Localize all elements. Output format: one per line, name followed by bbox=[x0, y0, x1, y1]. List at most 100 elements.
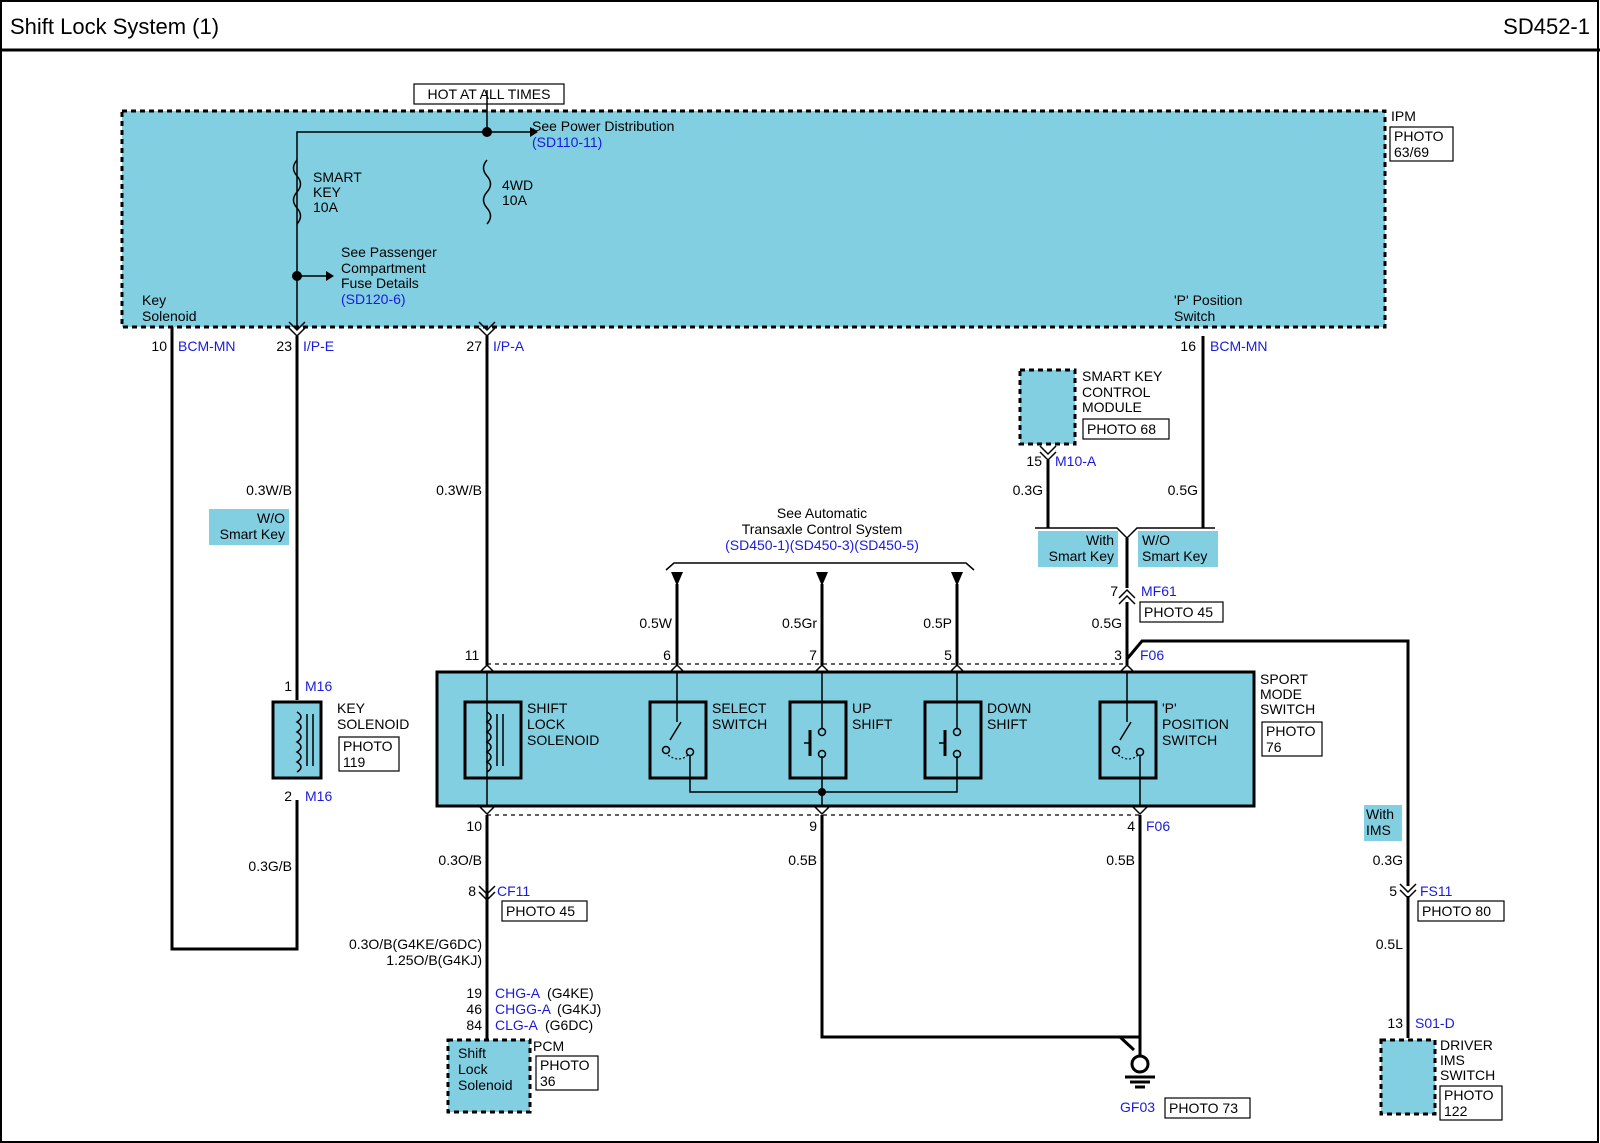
p-switch-contact-2 bbox=[1135, 747, 1145, 757]
p-switch-contact-1 bbox=[1111, 745, 1121, 755]
hot-label-box bbox=[413, 83, 565, 105]
wo-smart-key-left-line2: Smart Key bbox=[220, 526, 285, 542]
ipm-bus bbox=[296, 131, 530, 330]
pcm-suffix-84: (G6DC) bbox=[545, 1017, 593, 1033]
pcm-wire-gauge: 0.3O/B bbox=[438, 852, 482, 868]
mf61-connector-icon bbox=[1118, 588, 1136, 605]
wire-key-ground-gauge: 0.3G/B bbox=[248, 858, 292, 874]
pin-16-connector: BCM-MN bbox=[1210, 338, 1268, 354]
key-sol-pin2: 2 bbox=[284, 788, 292, 804]
smart-key-name-2: CONTROL bbox=[1082, 384, 1151, 400]
fs11-conn: FS11 bbox=[1420, 883, 1453, 899]
sport-bottom-pin-10: 10 bbox=[466, 818, 482, 834]
up-name-2: SHIFT bbox=[852, 716, 893, 732]
mf61-pin: 7 bbox=[1110, 583, 1118, 599]
fs11-connector-icon bbox=[1399, 883, 1417, 900]
atcs-refs: (SD450-1)(SD450-3)(SD450-5) bbox=[725, 537, 919, 553]
wo-smart-key-right-line1: W/O bbox=[1142, 532, 1170, 548]
sport-mode-photo-1: PHOTO bbox=[1266, 723, 1316, 739]
pcm-inner-3: Solenoid bbox=[458, 1077, 513, 1093]
pin-10-connector: BCM-MN bbox=[178, 338, 236, 354]
pcm-pin-84: 84 bbox=[466, 1017, 482, 1033]
driver-ims-switch bbox=[1379, 1038, 1437, 1116]
ground-wire-9 bbox=[820, 815, 1120, 1039]
up-wire-gauge: 0.5Gr bbox=[782, 615, 817, 631]
pcm-photo-1: PHOTO bbox=[540, 1057, 590, 1073]
passenger-line3: Fuse Details bbox=[341, 275, 419, 291]
shift-lock-name-2: LOCK bbox=[527, 716, 566, 732]
key-solenoid-name-2: SOLENOID bbox=[337, 716, 409, 732]
p-switch-ipm-line1: 'P' Position bbox=[1174, 292, 1242, 308]
key-sol-pin1: 1 bbox=[284, 678, 292, 694]
smart-key-conn: M10-A bbox=[1055, 453, 1097, 469]
with-smart-key-line1: With bbox=[1086, 532, 1114, 548]
atcs-arrow-2 bbox=[816, 572, 828, 586]
passenger-line1: See Passenger bbox=[341, 244, 437, 260]
down-name-1: DOWN bbox=[987, 700, 1031, 716]
key-solenoid-component bbox=[271, 700, 323, 780]
smart-key-photo: PHOTO 68 bbox=[1087, 421, 1156, 437]
atcs-arrow-1 bbox=[671, 572, 683, 586]
smart-key-wire-gauge: 0.3G bbox=[1013, 482, 1043, 498]
select-name-1: SELECT bbox=[712, 700, 767, 716]
sport-top-connectors bbox=[478, 663, 1136, 674]
shift-lock-solenoid bbox=[463, 700, 523, 780]
sport-top-pin-3-conn: F06 bbox=[1140, 647, 1164, 663]
ims-photo-2: 122 bbox=[1444, 1103, 1468, 1119]
p-switch-blade bbox=[1119, 721, 1132, 741]
cf11-photo-box bbox=[501, 900, 588, 922]
fuse-smart-key-icon bbox=[292, 159, 302, 225]
with-smart-key-badge bbox=[1038, 531, 1118, 567]
pcm-conn-19: CHG-A bbox=[495, 985, 541, 1001]
ground-name: GF03 bbox=[1120, 1099, 1155, 1115]
key-solenoid-wire bbox=[170, 327, 299, 951]
with-ims-line1: With bbox=[1366, 806, 1394, 822]
pcm-conn-46: CHGG-A bbox=[495, 1001, 552, 1017]
key-sol-photo-1: PHOTO bbox=[343, 738, 393, 754]
pcm-photo-box bbox=[535, 1055, 599, 1091]
pcm-pin-19: 19 bbox=[466, 985, 482, 1001]
key-solenoid-coil-icon bbox=[295, 711, 302, 773]
sport-top-pin-11: 11 bbox=[465, 647, 480, 663]
pcm-inner-1: Shift bbox=[458, 1045, 486, 1061]
key-solenoid-name-1: KEY bbox=[337, 700, 366, 716]
fuse-smart-key-line1: SMART bbox=[313, 169, 362, 185]
smart-key-module bbox=[1018, 368, 1077, 446]
fs11-photo-box bbox=[1417, 900, 1505, 922]
page-title: Shift Lock System (1) bbox=[10, 14, 219, 39]
cf11-photo: PHOTO 45 bbox=[506, 903, 575, 919]
pcm-photo-2: 36 bbox=[540, 1073, 556, 1089]
passenger-ref: (SD120-6) bbox=[341, 291, 406, 307]
select-switch-contact-1 bbox=[661, 745, 671, 755]
pcm-suffix-46: (G4KJ) bbox=[557, 1001, 601, 1017]
p-switch-arc bbox=[1117, 754, 1139, 760]
sport-mode-photo-2: 76 bbox=[1266, 739, 1282, 755]
with-ims-badge bbox=[1364, 805, 1402, 841]
ipm-photo-line1: PHOTO bbox=[1394, 128, 1444, 144]
passenger-arrow bbox=[326, 271, 334, 281]
p-switch-wire-gauge: 0.5G bbox=[1168, 482, 1198, 498]
ground-wire-4-gauge: 0.5B bbox=[1106, 852, 1135, 868]
down-shift-switch bbox=[923, 700, 983, 780]
common-node bbox=[818, 788, 826, 796]
pin-16-number: 16 bbox=[1180, 338, 1196, 354]
power-dist-ref: (SD110-11) bbox=[532, 134, 602, 150]
pin-23-number: 23 bbox=[276, 338, 292, 354]
select-switch bbox=[648, 700, 708, 780]
sport-mode-photo-box bbox=[1261, 721, 1323, 757]
ipm-box bbox=[120, 109, 1387, 329]
ims-name-1: DRIVER bbox=[1440, 1037, 1493, 1053]
key-solenoid-ipm-line2: Solenoid bbox=[142, 308, 197, 324]
smart-key-name-1: SMART KEY bbox=[1082, 368, 1163, 384]
mf61-wire-gauge: 0.5G bbox=[1092, 615, 1122, 631]
fuse-4wd-icon bbox=[482, 159, 492, 225]
atcs-bracket bbox=[665, 562, 975, 571]
shift-lock-name-1: SHIFT bbox=[527, 700, 568, 716]
select-switch-blade bbox=[669, 721, 682, 741]
pcm-pin-46: 46 bbox=[466, 1001, 482, 1017]
up-shift-switch bbox=[788, 700, 848, 780]
ipm-photo-box bbox=[1389, 126, 1454, 162]
with-ims-line2: IMS bbox=[1366, 822, 1391, 838]
ground-ring-icon bbox=[1130, 1054, 1150, 1074]
